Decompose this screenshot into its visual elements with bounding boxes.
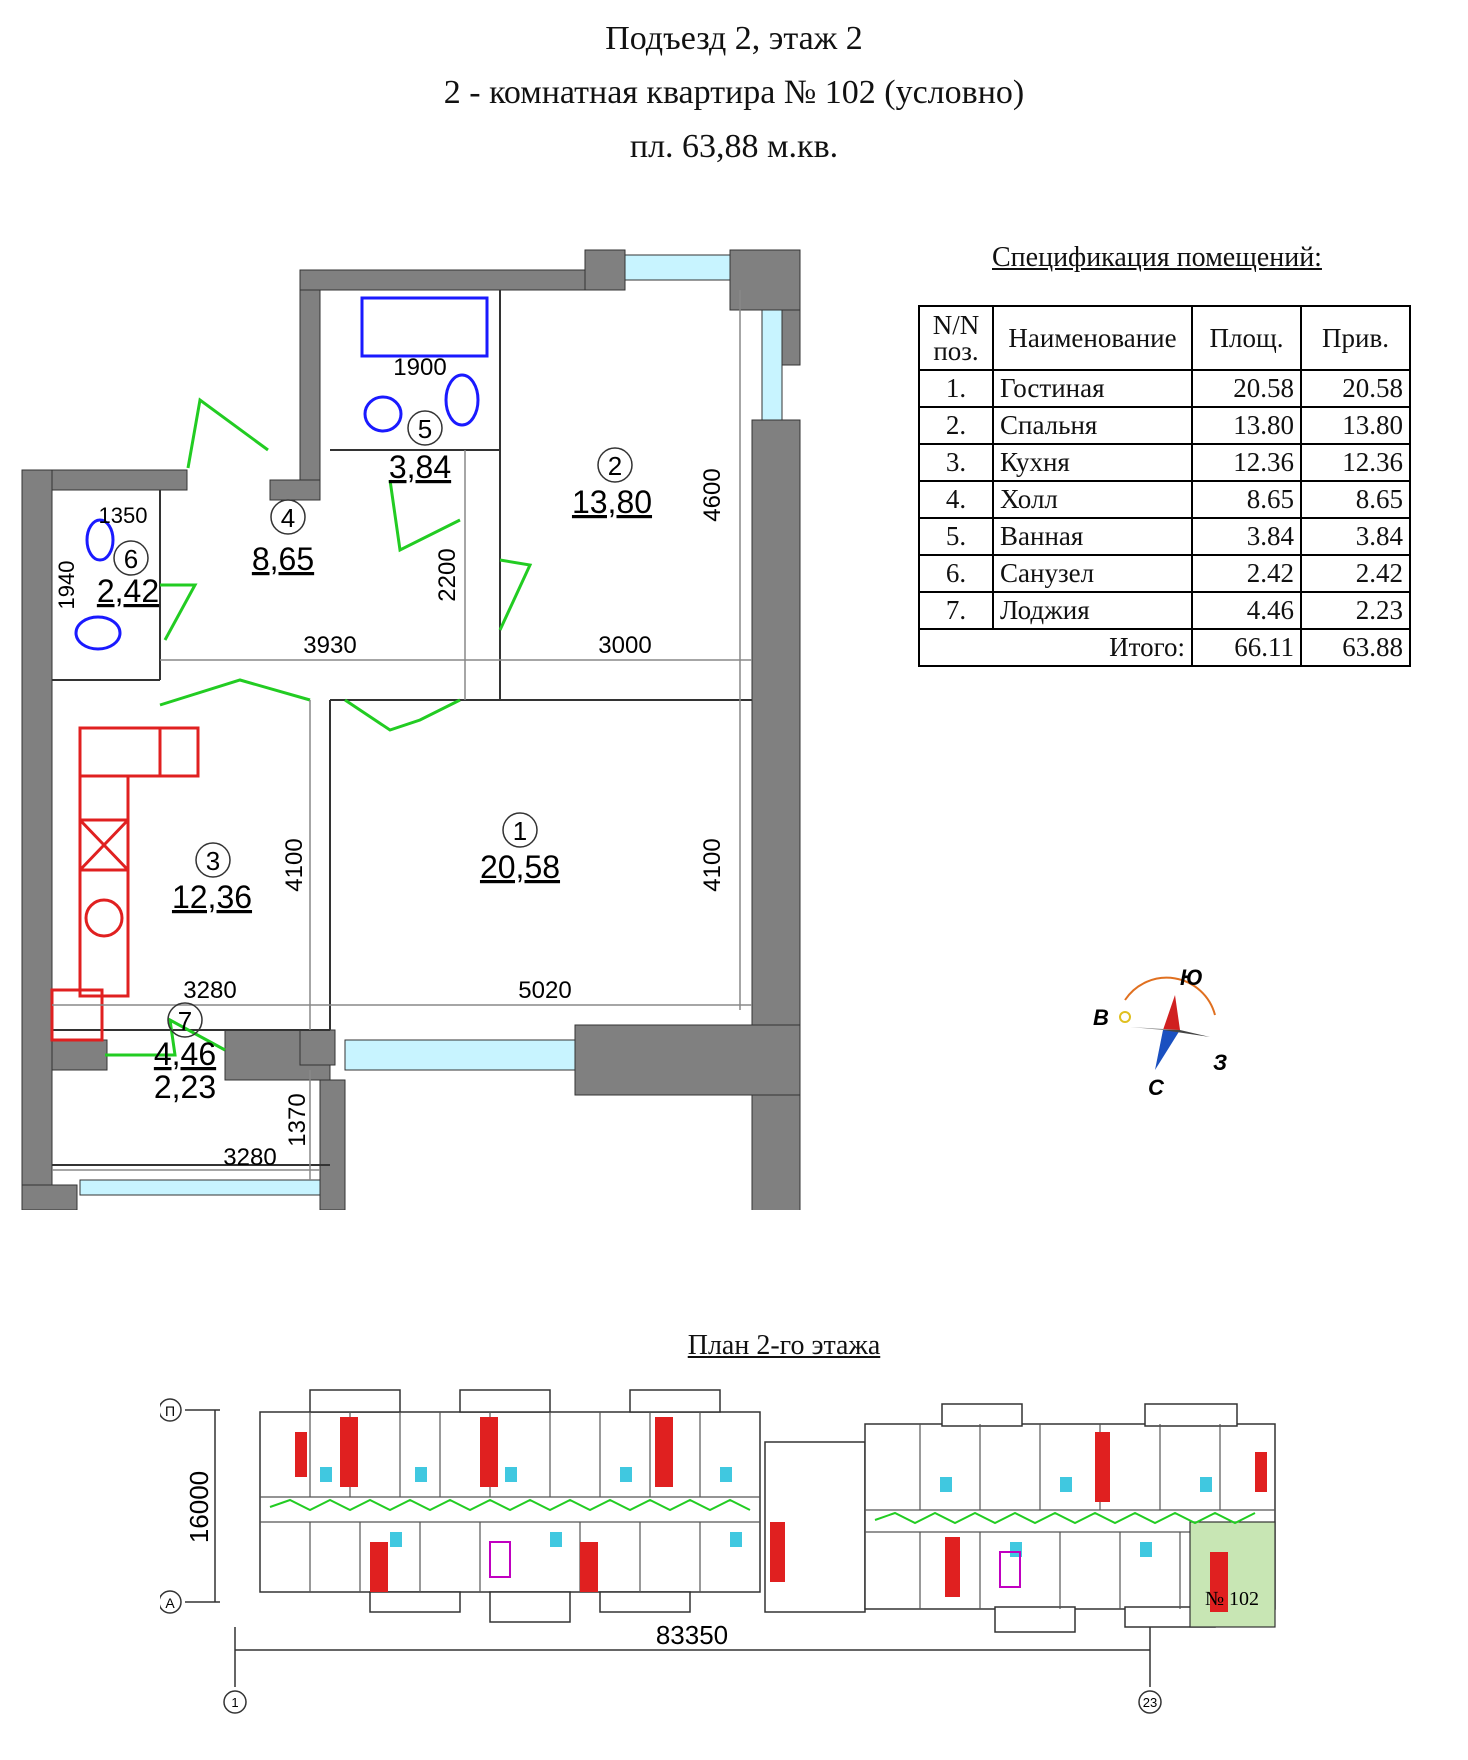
- spec-reduced: 2.23: [1300, 591, 1411, 630]
- spec-area: 13.80: [1191, 406, 1302, 445]
- spec-header-num: N/N поз.: [918, 305, 994, 371]
- room-5-num: 5: [418, 414, 432, 444]
- spec-name: Кухня: [992, 443, 1193, 482]
- spec-header-name: Наименование: [992, 305, 1193, 371]
- walls: [21, 249, 801, 1210]
- room-1-area: 20,58: [480, 849, 560, 885]
- dim-hall-height: 2200: [434, 548, 461, 601]
- spec-area: 3.84: [1191, 517, 1302, 556]
- dim-wc-width: 1350: [99, 503, 148, 528]
- spec-reduced: 12.36: [1300, 443, 1411, 482]
- spec-num: 6.: [918, 554, 994, 593]
- windows: [79, 254, 783, 1196]
- dim-wc-height: 1940: [54, 561, 79, 610]
- spec-name: Ванная: [992, 517, 1193, 556]
- spec-name: Гостиная: [992, 369, 1193, 408]
- room-7-num: 7: [178, 1006, 192, 1036]
- doors: [105, 397, 533, 1057]
- axis-left-label: 1: [231, 1695, 238, 1710]
- dim-loggia-height: 1370: [284, 1093, 311, 1146]
- dim-hall-width: 3930: [303, 632, 356, 659]
- room-4-area: 8,65: [252, 541, 314, 577]
- room-2-area: 13,80: [572, 484, 652, 520]
- spec-header-reduced: Прив.: [1300, 305, 1411, 371]
- dim-bedroom-width: 3000: [598, 632, 651, 659]
- spec-num: 7.: [918, 591, 994, 630]
- apartment-plan: 2 1 3 4 5 6 7 13,80 20,58 12,36 8,65 3,8…: [21, 249, 801, 1210]
- room-6-num: 6: [124, 544, 138, 574]
- spec-total-area: 66.11: [1191, 628, 1302, 667]
- compass-rose-icon: Ю С З В: [1093, 965, 1227, 1100]
- apartment-102-highlight: [1189, 1521, 1276, 1628]
- spec-table: N/N поз. Наименование Площ. Прив. 1.Гост…: [918, 305, 1411, 667]
- spec-total-label: Итого:: [918, 628, 1193, 667]
- spec-reduced: 3.84: [1300, 517, 1411, 556]
- axis-bottom-label: А: [165, 1595, 175, 1611]
- height-dimension: 16000: [184, 1471, 214, 1543]
- spec-reduced: 13.80: [1300, 406, 1411, 445]
- spec-num: 5.: [918, 517, 994, 556]
- room-7-area: 4,46: [154, 1036, 216, 1072]
- room-1-num: 1: [513, 816, 527, 846]
- room-5-area: 3,84: [389, 449, 451, 485]
- room-3-num: 3: [206, 846, 220, 876]
- title-apartment: 2 - комнатная квартира № 102 (условно): [443, 74, 1025, 111]
- room-7-area-reduced: 2,23: [154, 1069, 216, 1105]
- compass-w: В: [1093, 1005, 1109, 1030]
- dim-living-height: 4100: [699, 838, 726, 891]
- floor-plan-title: План 2-го этажа: [687, 1330, 881, 1361]
- spec-name: Лоджия: [992, 591, 1193, 630]
- dim-kitchen-width: 3280: [183, 977, 236, 1004]
- dim-living-width: 5020: [518, 977, 571, 1004]
- spec-header-area: Площ.: [1191, 305, 1302, 371]
- dim-kitchen-height: 4100: [281, 838, 308, 891]
- spec-area: 8.65: [1191, 480, 1302, 519]
- axis-top-label: П: [165, 1403, 175, 1419]
- compass-e: З: [1213, 1050, 1227, 1075]
- spec-area: 12.36: [1191, 443, 1302, 482]
- spec-area: 20.58: [1191, 369, 1302, 408]
- room-2-num: 2: [608, 451, 622, 481]
- spec-num: 2.: [918, 406, 994, 445]
- dim-bedroom-height: 4600: [699, 468, 726, 521]
- dim-bathtub: 1900: [393, 354, 446, 381]
- length-dimension: 83350: [656, 1620, 728, 1650]
- floor-plan: П А 1 23 16000 83350 № 102: [160, 1389, 1276, 1714]
- spec-reduced: 8.65: [1300, 480, 1411, 519]
- apartment-102-label: № 102: [1205, 1588, 1259, 1610]
- spec-num: 3.: [918, 443, 994, 482]
- spec-reduced: 2.42: [1300, 554, 1411, 593]
- spec-reduced: 20.58: [1300, 369, 1411, 408]
- compass-s: С: [1148, 1075, 1165, 1100]
- compass-n: Ю: [1180, 965, 1203, 990]
- title-area: пл. 63,88 м.кв.: [629, 128, 839, 165]
- spec-area: 2.42: [1191, 554, 1302, 593]
- spec-name: Санузел: [992, 554, 1193, 593]
- room-4-num: 4: [281, 503, 295, 533]
- room-6-area: 2,42: [97, 573, 159, 609]
- dim-loggia-width: 3280: [223, 1144, 276, 1171]
- spec-num: 1.: [918, 369, 994, 408]
- spec-total-reduced: 63.88: [1300, 628, 1411, 667]
- spec-total-row: Итого: 66.11 63.88: [918, 628, 1411, 667]
- spec-name: Спальня: [992, 406, 1193, 445]
- plumbing: [74, 296, 489, 651]
- title-entrance-floor: Подъезд 2, этаж 2: [605, 20, 863, 57]
- spec-name: Холл: [992, 480, 1193, 519]
- room-3-area: 12,36: [172, 879, 252, 915]
- spec-header-row: N/N поз. Наименование Площ. Прив.: [918, 305, 1411, 371]
- axis-right-label: 23: [1143, 1695, 1157, 1710]
- spec-area: 4.46: [1191, 591, 1302, 630]
- spec-title: Спецификация помещений:: [992, 242, 1322, 273]
- kitchen-fixtures: [50, 726, 200, 1042]
- spec-num: 4.: [918, 480, 994, 519]
